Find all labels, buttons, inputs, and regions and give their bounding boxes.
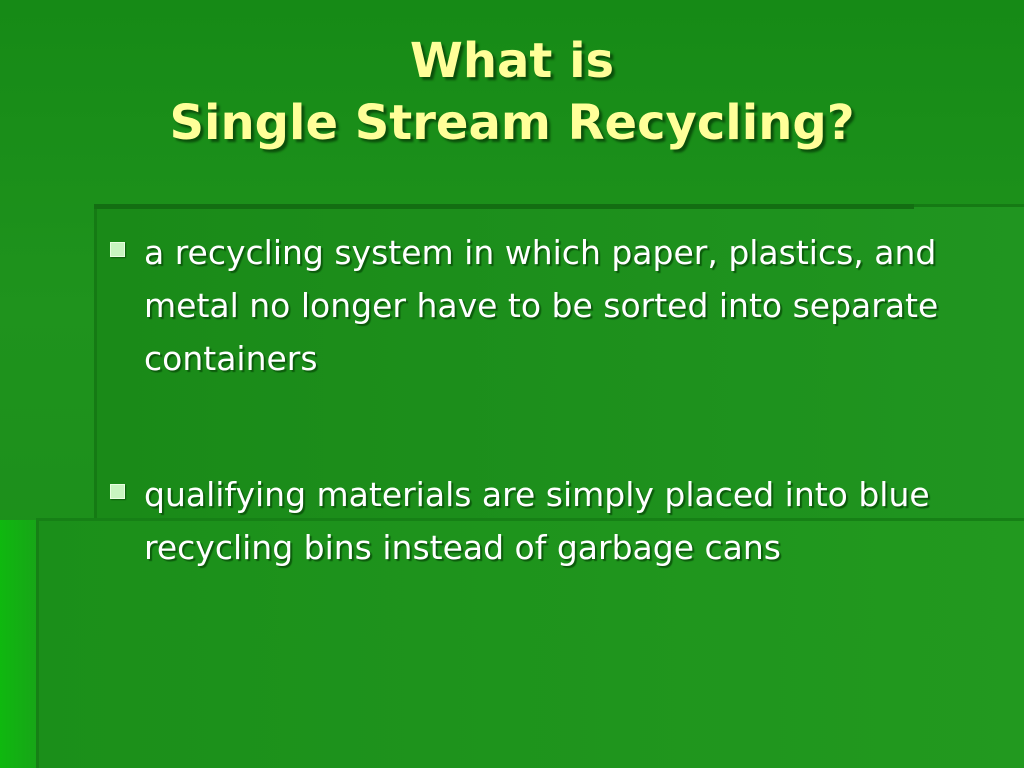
bullet-text: qualifying materials are simply placed i… xyxy=(144,475,930,567)
square-bullet-icon xyxy=(110,242,125,257)
bullet-item: a recycling system in which paper, plast… xyxy=(110,226,990,385)
divider-rule xyxy=(94,204,914,209)
bullet-text: a recycling system in which paper, plast… xyxy=(144,233,939,378)
slide-title: What is Single Stream Recycling? xyxy=(0,30,1024,154)
background-panel-lower xyxy=(36,518,1024,768)
square-bullet-icon xyxy=(110,484,125,499)
bullet-item: qualifying materials are simply placed i… xyxy=(110,468,990,574)
background-accent-strip xyxy=(0,520,40,768)
bullet-list: a recycling system in which paper, plast… xyxy=(110,226,990,657)
slide-title-line-1: What is xyxy=(409,33,615,89)
slide-title-line-2: Single Stream Recycling? xyxy=(169,95,855,151)
